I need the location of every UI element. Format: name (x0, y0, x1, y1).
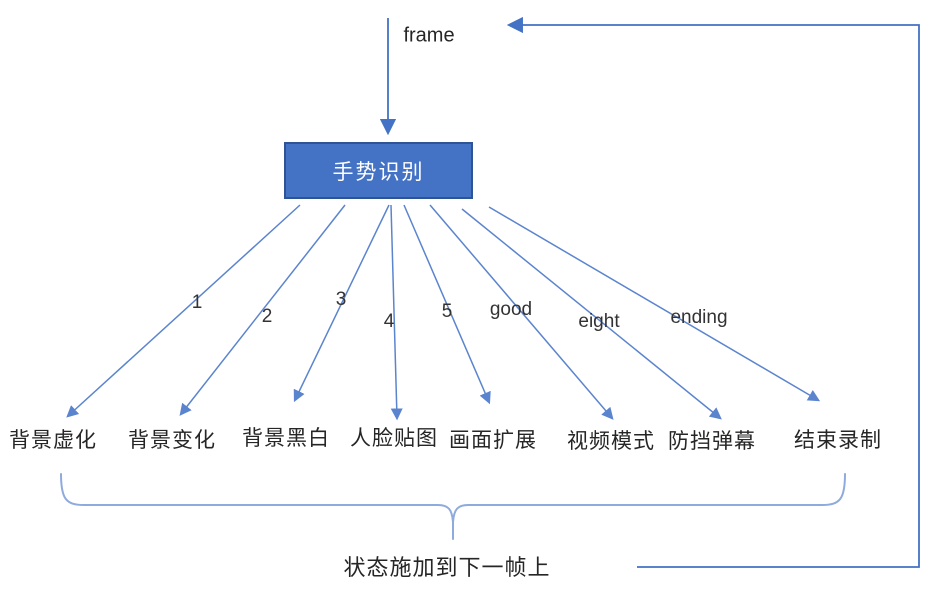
action-label-danmaku-block: 防挡弹幕 (668, 430, 756, 453)
gesture-label-ending: ending (670, 307, 728, 328)
gesture-label-good: good (489, 299, 533, 320)
gesture-recognition-node: 手势识别 (284, 142, 473, 199)
gesture-label-4: 4 (383, 311, 395, 332)
action-label-face-sticker: 人脸贴图 (350, 427, 438, 450)
arrow-gesture-4 (390, 204, 403, 421)
arrow-gesture-good (429, 204, 614, 420)
action-label-end-recording: 结束录制 (794, 429, 882, 452)
gesture-label-5: 5 (441, 301, 453, 322)
arrow-gesture-2 (179, 204, 346, 416)
action-label-background-change: 背景变化 (128, 429, 216, 452)
loop-label: 状态施加到下一帧上 (343, 555, 551, 580)
action-label-screen-expand: 画面扩展 (449, 429, 537, 452)
action-label-video-mode: 视频模式 (567, 430, 655, 453)
action-label-background-bw: 背景黑白 (242, 427, 330, 450)
arrow-gesture-5 (403, 204, 491, 405)
arrow-gesture-ending (488, 206, 821, 402)
gesture-recognition-node-label: 手势识别 (332, 160, 425, 184)
feedback-loop-arrow (506, 16, 920, 568)
gesture-label-eight: eight (578, 311, 620, 332)
gesture-label-3: 3 (335, 289, 347, 310)
frame-label: frame (403, 24, 455, 47)
arrow-gesture-eight (461, 208, 722, 420)
arrow-gesture-3 (293, 204, 390, 403)
group-brace (60, 473, 846, 540)
arrow-gesture-1 (66, 204, 301, 418)
action-label-background-blur: 背景虚化 (9, 429, 97, 452)
gesture-label-2: 2 (261, 306, 273, 327)
gesture-label-1: 1 (191, 292, 203, 313)
